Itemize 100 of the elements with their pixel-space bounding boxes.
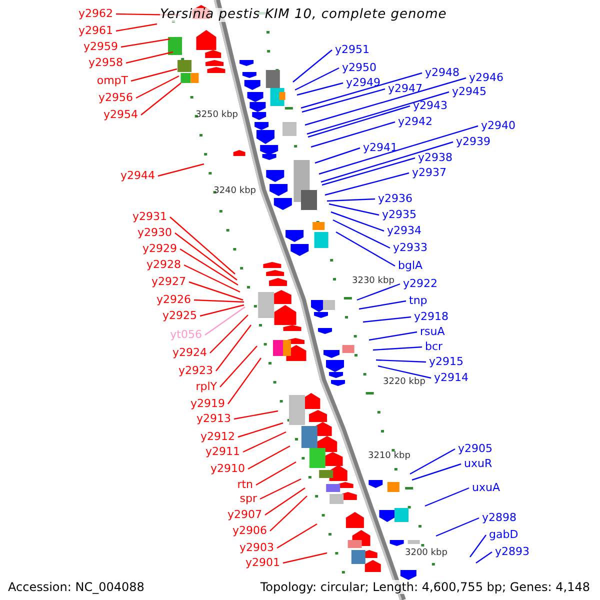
gene-label: y2954 [103, 108, 138, 121]
leader-line [410, 448, 456, 475]
leader-line [200, 304, 244, 317]
gene-label: y2938 [418, 151, 453, 164]
leader-line [270, 496, 308, 532]
leader-line [282, 552, 328, 564]
leader-line [470, 534, 486, 558]
gene-label: y2924 [172, 346, 207, 359]
gene-label: y2907 [227, 508, 262, 521]
gene-label: y2941 [363, 141, 398, 154]
gene-label: y2927 [151, 275, 186, 288]
gene-label: rplY [196, 380, 217, 393]
leader-line [424, 487, 470, 507]
gene-label: y2958 [88, 56, 123, 69]
leader-line [136, 75, 180, 99]
gene-label: y2919 [190, 397, 225, 410]
leader-line [276, 523, 318, 549]
accession-text: Accession: NC_004088 [8, 580, 144, 594]
leader-line [158, 163, 204, 177]
gene-label: y2936 [378, 192, 413, 205]
gene-label: y2962 [78, 7, 113, 20]
gene-label: y2912 [200, 430, 235, 443]
leader-line [376, 359, 426, 363]
gene-label: bglA [398, 259, 423, 272]
leader-line [238, 422, 284, 438]
scale-label: 3250 kbp [196, 110, 238, 120]
scale-label: 3210 kbp [368, 451, 410, 461]
leader-line [356, 283, 400, 301]
leader-line [358, 300, 406, 310]
gene-label: y2893 [495, 545, 530, 558]
leader-line [330, 211, 384, 232]
leader-line [188, 281, 244, 301]
leader-line [368, 331, 418, 341]
gene-label: y2939 [456, 135, 491, 148]
leader-line [306, 91, 450, 135]
gene-label: spr [240, 492, 257, 505]
leader-line [140, 82, 182, 116]
gene-label: yt056 [170, 328, 202, 341]
gene-label: y2945 [452, 85, 487, 98]
gene-label: y2937 [412, 166, 447, 179]
gene-label: y2928 [146, 258, 181, 271]
gene-label: y2926 [156, 293, 191, 306]
leader-line [260, 478, 302, 500]
leader-line [362, 316, 412, 323]
leader-line [242, 431, 286, 453]
leader-line [296, 82, 344, 96]
leader-line [372, 346, 422, 351]
gene-label: y2915 [429, 355, 464, 368]
scale-label: 3200 kbp [405, 548, 448, 558]
leader-line [328, 203, 380, 216]
gene-label: uxuA [472, 481, 500, 494]
scale-label: 3240 kbp [214, 186, 256, 196]
leader-line [304, 77, 466, 126]
leader-line [264, 488, 306, 516]
scale-label: 3230 kbp [352, 276, 394, 286]
gene-label: y2903 [239, 541, 274, 554]
gene-label: y2959 [83, 40, 118, 53]
gene-label: y2940 [481, 119, 516, 132]
leader-line [292, 50, 332, 82]
gene-label: y2943 [413, 99, 448, 112]
leader-line [320, 141, 454, 183]
gene-label: uxuR [464, 457, 492, 470]
gene-label: y2905 [458, 442, 493, 455]
leader-line [294, 67, 340, 91]
leader-line [310, 121, 396, 148]
gene-label: y2956 [98, 91, 133, 104]
gene-label: y2942 [398, 115, 433, 128]
leader-line [234, 410, 278, 420]
genome-info-text: Topology: circular; Length: 4,600,755 bp; Genes: 4,148 [260, 580, 590, 594]
leader-line [194, 299, 244, 303]
leader-line [210, 314, 248, 354]
gene-label: y2923 [178, 364, 213, 377]
gene-label: tnp [409, 294, 428, 307]
leader-line [436, 517, 480, 537]
leader-line [378, 365, 432, 379]
leader-line [302, 88, 386, 113]
gene-label: y2913 [196, 412, 231, 425]
gene-label: gabD [489, 528, 518, 541]
leader-line [256, 461, 296, 486]
map-title: Yersinia pestis KIM 10, complete genome [160, 8, 447, 22]
leader-line [116, 23, 158, 32]
gene-label: y2931 [132, 210, 167, 223]
leader-line [412, 463, 462, 481]
leader-line [300, 72, 422, 109]
gene-label: y2949 [346, 76, 381, 89]
gene-label: rtn [237, 478, 253, 491]
gene-label: y2950 [342, 61, 377, 74]
gene-label: y2918 [414, 310, 449, 323]
gene-label: y2901 [245, 556, 280, 569]
leader-line [322, 157, 416, 186]
leader-line [336, 231, 396, 267]
gene-label: y2929 [142, 242, 177, 255]
leader-line [204, 306, 246, 336]
gene-label: y2898 [482, 511, 517, 524]
leader-line [126, 51, 174, 64]
leader-line [332, 219, 390, 249]
gene-label: rsuA [420, 325, 445, 338]
gene-label: y2934 [387, 224, 422, 237]
leader-line [308, 105, 410, 138]
gene-label: y2930 [137, 226, 172, 239]
